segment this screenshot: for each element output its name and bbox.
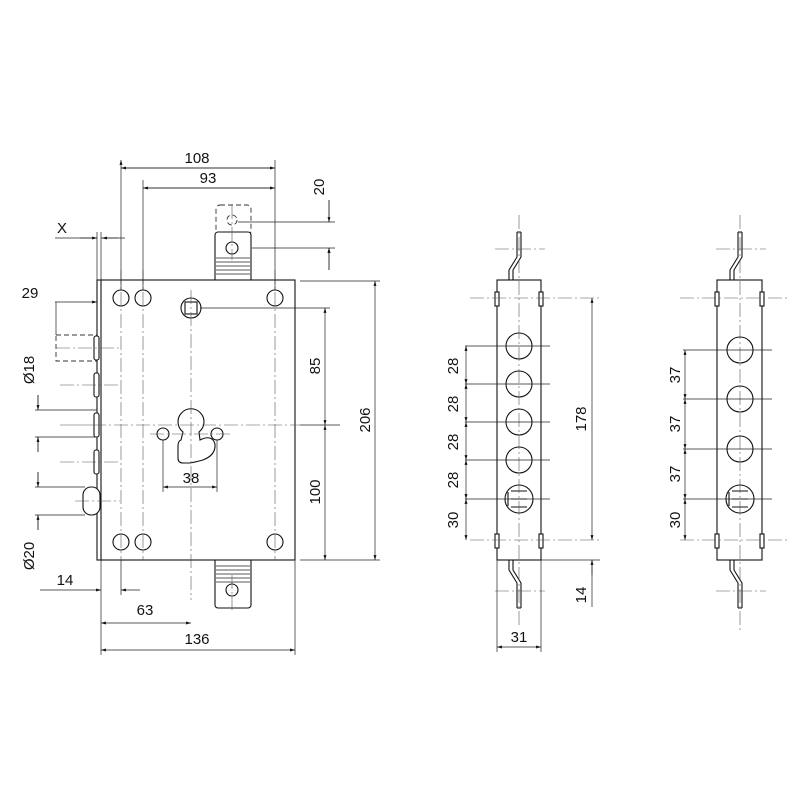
dim-20: 20 <box>311 179 328 196</box>
spacing-4: 30 <box>667 512 684 529</box>
dim-206: 206 <box>357 407 374 432</box>
front-view: 108 93 20 X 29 Ø18 Ø20 14 63 136 85 100 … <box>21 150 380 655</box>
bottom-tab <box>214 557 252 609</box>
side-view-four-holes: 37 37 37 30 <box>667 215 790 630</box>
dim-dia-20: Ø20 <box>21 542 38 570</box>
spacing-2: 28 <box>445 396 462 413</box>
dim-38: 38 <box>183 470 200 487</box>
dim-178: 178 <box>573 406 590 431</box>
dim-dia-18: Ø18 <box>21 356 38 384</box>
dim-108: 108 <box>184 150 209 167</box>
spacing-3: 37 <box>667 466 684 483</box>
spacing-5: 30 <box>445 512 462 529</box>
dim-63: 63 <box>137 602 154 619</box>
spacing-3: 28 <box>445 434 462 451</box>
side-view-five-holes: 28 28 28 28 30 178 14 31 <box>445 215 600 652</box>
ghost-hole <box>226 214 238 226</box>
dim-29: 29 <box>22 285 39 302</box>
dim-14-side: 14 <box>573 587 590 604</box>
dim-x: X <box>57 220 67 237</box>
bar-body <box>716 279 763 561</box>
spacing-4: 28 <box>445 472 462 489</box>
keyhole <box>177 408 216 464</box>
dim-93: 93 <box>200 170 217 187</box>
top-tab-ghost <box>215 204 252 236</box>
dim-31: 31 <box>511 629 528 646</box>
lock-body <box>100 279 296 561</box>
dim-85: 85 <box>307 358 324 375</box>
dim-100: 100 <box>307 479 324 504</box>
top-tab <box>214 231 252 283</box>
spacing-1: 37 <box>667 367 684 384</box>
spacing-2: 37 <box>667 416 684 433</box>
spacing-1: 28 <box>445 358 462 375</box>
dim-136: 136 <box>184 631 209 648</box>
dim-14: 14 <box>57 572 74 589</box>
